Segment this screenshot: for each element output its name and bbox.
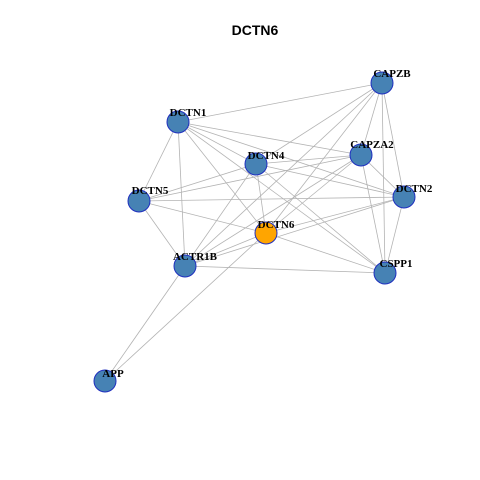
edge-dctn6-cspp1 xyxy=(265,232,386,274)
node-capza2[interactable]: CAPZA2 xyxy=(349,139,394,167)
node-circle-dctn4[interactable] xyxy=(244,152,268,176)
edge-capza2-actr1b xyxy=(184,154,362,267)
node-circle-capzb[interactable] xyxy=(370,71,394,95)
node-cspp1[interactable]: CSPP1 xyxy=(373,258,413,285)
edge-capzb-actr1b xyxy=(184,82,383,267)
node-dctn4[interactable]: DCTN4 xyxy=(244,150,285,176)
edge-dctn4-capza2 xyxy=(255,154,362,165)
edge-dctn1-actr1b xyxy=(177,121,186,267)
edge-dctn1-cspp1 xyxy=(177,121,386,274)
node-label-dctn2: DCTN2 xyxy=(396,183,433,195)
node-label-capza2: CAPZA2 xyxy=(350,139,394,151)
edge-dctn2-dctn6 xyxy=(265,196,405,234)
diagram-title: DCTN6 xyxy=(232,22,279,38)
edge-dctn6-actr1b xyxy=(184,232,267,267)
node-label-dctn6: DCTN6 xyxy=(258,219,295,231)
node-circle-app[interactable] xyxy=(93,369,117,393)
node-dctn2[interactable]: DCTN2 xyxy=(392,183,433,209)
node-circle-dctn2[interactable] xyxy=(392,185,416,209)
edge-dctn1-dctn2 xyxy=(177,121,405,198)
edge-capzb-dctn1 xyxy=(177,82,383,123)
node-label-app: APP xyxy=(102,368,124,380)
edge-capza2-dctn6 xyxy=(265,154,362,234)
node-label-cspp1: CSPP1 xyxy=(380,258,413,270)
edge-capzb-dctn2 xyxy=(381,82,405,198)
edge-dctn2-actr1b xyxy=(184,196,405,267)
node-label-actr1b: ACTR1B xyxy=(173,251,218,263)
edge-dctn1-dctn5 xyxy=(138,121,179,202)
edge-dctn4-dctn6 xyxy=(255,163,267,234)
edge-dctn1-dctn4 xyxy=(177,121,257,165)
node-label-dctn1: DCTN1 xyxy=(170,107,207,119)
edge-dctn1-capza2 xyxy=(177,121,362,156)
edge-dctn5-actr1b xyxy=(138,200,186,267)
node-circle-dctn6[interactable] xyxy=(254,221,278,245)
edge-dctn1-dctn6 xyxy=(177,121,267,234)
edge-capza2-dctn5 xyxy=(138,154,362,202)
edge-actr1b-cspp1 xyxy=(184,265,386,274)
edge-layer xyxy=(104,82,405,382)
node-app[interactable]: APP xyxy=(93,368,124,393)
node-dctn1[interactable]: DCTN1 xyxy=(166,107,207,134)
node-circle-dctn5[interactable] xyxy=(127,189,151,213)
node-label-dctn5: DCTN5 xyxy=(132,185,169,197)
node-actr1b[interactable]: ACTR1B xyxy=(173,251,218,278)
node-circle-capza2[interactable] xyxy=(349,143,373,167)
node-label-capzb: CAPZB xyxy=(373,68,411,80)
node-dctn6[interactable]: DCTN6 xyxy=(254,219,295,245)
node-label-dctn4: DCTN4 xyxy=(248,150,285,162)
edge-capzb-capza2 xyxy=(360,82,383,156)
node-circle-dctn1[interactable] xyxy=(166,110,190,134)
node-circle-actr1b[interactable] xyxy=(173,254,197,278)
edge-dctn4-dctn5 xyxy=(138,163,257,202)
edge-dctn4-actr1b xyxy=(184,163,257,267)
edge-capza2-cspp1 xyxy=(360,154,386,274)
edge-dctn2-cspp1 xyxy=(384,196,405,274)
edge-actr1b-app xyxy=(104,265,186,382)
node-dctn5[interactable]: DCTN5 xyxy=(127,185,169,213)
edge-capzb-dctn4 xyxy=(255,82,383,165)
edge-dctn5-dctn2 xyxy=(138,196,405,202)
node-capzb[interactable]: CAPZB xyxy=(370,68,411,95)
edge-dctn6-app xyxy=(104,232,267,382)
node-circle-cspp1[interactable] xyxy=(373,261,397,285)
edge-dctn5-dctn6 xyxy=(138,200,267,234)
edge-capzb-cspp1 xyxy=(381,82,386,274)
